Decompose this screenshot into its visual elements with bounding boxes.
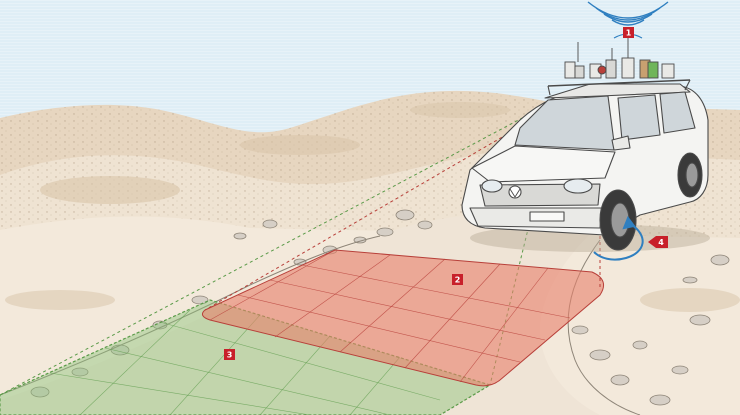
svg-text:3: 3	[227, 351, 233, 360]
headlight-right	[564, 179, 592, 193]
callout-3: 3	[224, 349, 235, 360]
svg-text:2: 2	[455, 276, 461, 285]
callout-2: 2	[452, 274, 463, 285]
headlight-left	[482, 180, 502, 192]
svg-text:1: 1	[626, 29, 632, 38]
callout-1: 1	[623, 27, 634, 38]
svg-text:4: 4	[658, 238, 664, 247]
side-windows	[618, 95, 660, 140]
